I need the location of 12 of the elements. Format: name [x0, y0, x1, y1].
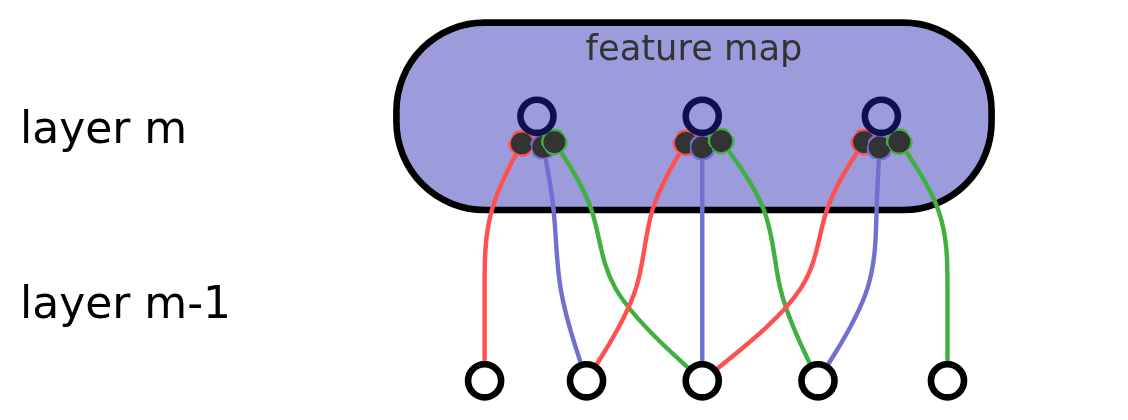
layer-label: layer m	[20, 102, 189, 153]
layer-label: layer m-1	[20, 277, 233, 328]
node-circle	[464, 361, 505, 401]
node-circle	[927, 361, 968, 401]
connector	[541, 128, 692, 372]
node-circle	[861, 96, 902, 137]
node-circle	[566, 361, 607, 401]
node-circle	[682, 361, 723, 401]
connector	[707, 127, 813, 367]
node-circle	[798, 361, 838, 401]
node-circle	[517, 96, 557, 137]
node-circle	[682, 96, 723, 137]
